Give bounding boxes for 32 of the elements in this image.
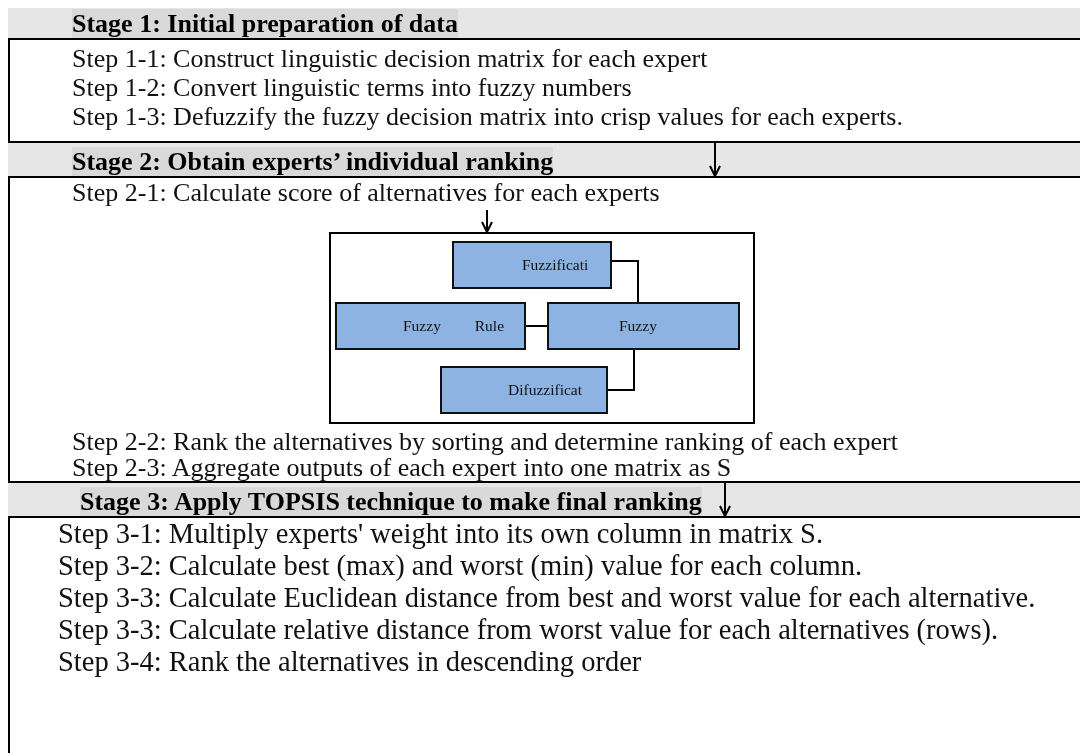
arrow [709, 142, 721, 177]
step-text: Step 2-3: Aggregate outputs of each expert into one matrix as S [72, 455, 732, 481]
step-text: Step 3-2: Calculate best (max) and worst (min) value for each column. [58, 550, 864, 582]
process-label: Difuzzificat [508, 381, 582, 399]
process-label: Fuzzy [619, 317, 657, 335]
step-text: Step 1-3: Defuzzify the fuzzy decision matrix into crisp values for each experts. [72, 102, 904, 131]
stage-panel [8, 176, 1080, 483]
process-box [335, 302, 526, 350]
step-text: Step 1-2: Convert linguistic terms into fuzzy numbers [72, 73, 633, 102]
step-text: Step 3-3: Calculate relative distance from worst value for each alternatives (rows). [58, 614, 1000, 646]
process-box [452, 241, 612, 289]
process-label: Fuzzy Rule [403, 317, 505, 335]
arrow [481, 209, 493, 233]
process-box [440, 366, 608, 414]
step-text: Step 2-2: Rank the alternatives by sorting and determine ranking of each expert [72, 429, 899, 455]
stage-title: Stage 3: Apply TOPSIS technique to make final ranking [80, 487, 702, 516]
step-text: Step 2-1: Calculate score of alternatives for each experts [72, 180, 661, 206]
arrow [719, 482, 731, 517]
connector-line [525, 325, 548, 327]
stage-title: Stage 2: Obtain experts’ individual ranking [72, 147, 554, 176]
step-text: Step 3-4: Rank the alternatives in descending order [58, 646, 643, 678]
diagram-frame [329, 232, 755, 424]
step-text: Step 1-1: Construct linguistic decision matrix for each expert [72, 44, 709, 73]
process-label: Fuzzificati [522, 256, 589, 274]
stage-panel [8, 38, 1080, 143]
stage-title: Stage 1: Initial preparation of data [72, 9, 458, 38]
step-text: Step 3-1: Multiply experts' weight into its own column in matrix S. [58, 518, 825, 550]
process-box [547, 302, 740, 350]
connector-line [607, 349, 635, 391]
connector-line [611, 260, 639, 303]
stage-panel [8, 516, 1080, 753]
step-text: Step 3-3: Calculate Euclidean distance from best and worst value for each alternative. [58, 582, 1037, 614]
